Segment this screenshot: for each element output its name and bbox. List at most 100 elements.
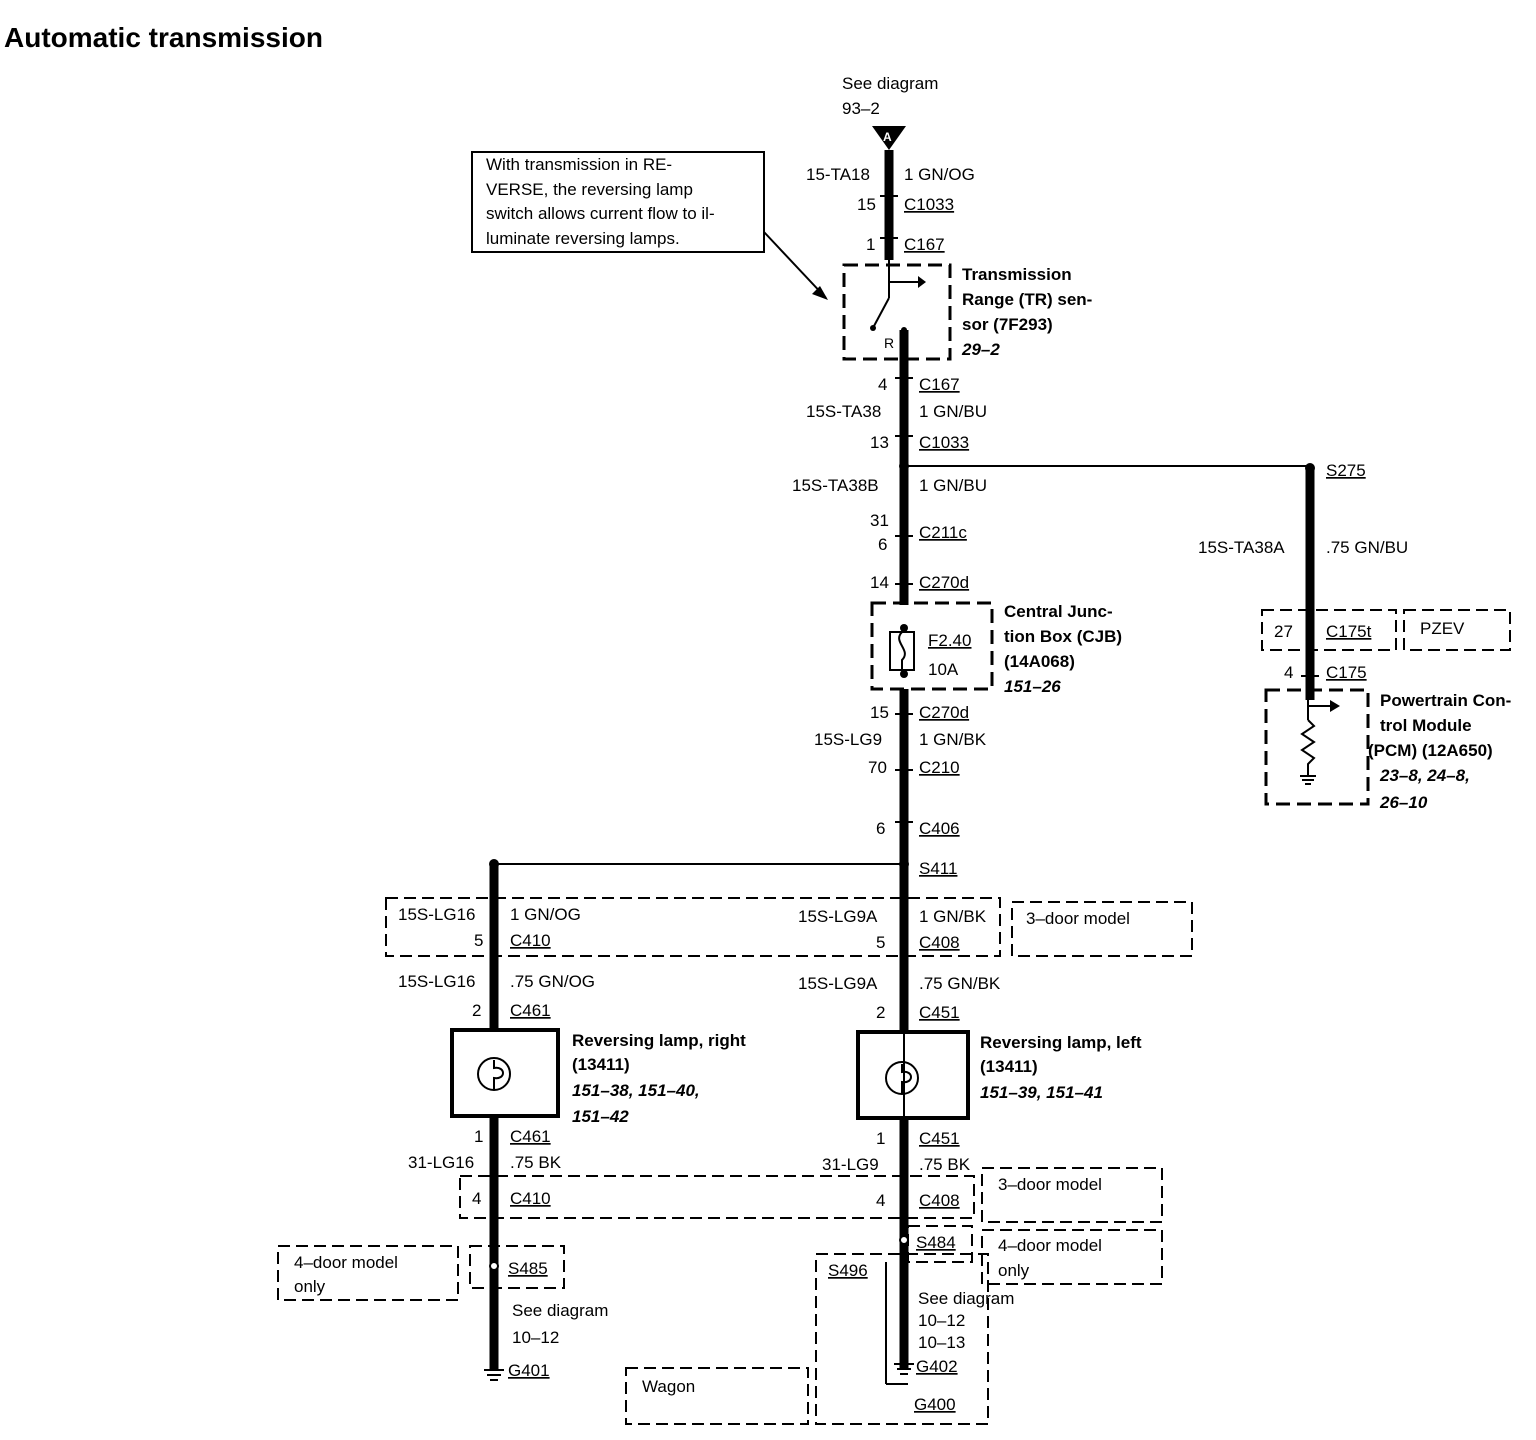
note-line-2: VERSE, the reversing lamp [486,180,693,199]
right-lamp-ref-2: 151–42 [572,1107,629,1126]
main-wire-1: 1 GN/OG [904,165,975,184]
left-connector-c451b: C451 [919,1129,960,1148]
main-pin-9: 14 [870,573,889,592]
cjb-label-3: (14A068) [1004,652,1075,671]
left-lamp-label-2: (13411) [980,1057,1038,1076]
pcm-pin-4: 4 [1284,663,1293,682]
left-connector-c451: C451 [919,1003,960,1022]
connector-triangle-icon [872,126,906,150]
wagon-box [625,1367,809,1425]
right-pin-1: 1 [474,1127,483,1146]
c410-c408-box [385,897,1001,957]
main-pin-8b: 6 [878,535,887,554]
cjb-box [870,601,994,691]
left-see-diagram: See diagram [918,1289,1014,1308]
right-connector-c461b: C461 [510,1127,551,1146]
main-connector-2: C1033 [904,195,954,214]
main-connector-8: C211c [919,523,967,542]
main-connector-9: C270d [919,573,969,592]
pcm-splice-s275: S275 [1326,461,1366,480]
left-3door-lower: 3–door model [998,1175,1102,1194]
right-connector-c410: C410 [510,931,551,950]
tr-label-1: Transmission [962,265,1072,284]
right-lamp-filament-icon [493,1060,504,1090]
s484-dot [899,1235,909,1245]
left-splice-s484: S484 [916,1233,956,1252]
note-line-1: With transmission in RE- [486,155,672,174]
main-pin-3: 1 [866,235,875,254]
pcm-pin-27: 27 [1274,622,1293,641]
left-connector-c408b: C408 [919,1191,960,1210]
right-pin-4: 4 [472,1189,481,1208]
left-circuit-2: 15S-LG9A [798,974,878,993]
main-pin-8: 31 [870,511,889,530]
g400-box [815,1253,989,1425]
pcm-circuit: 15S-TA38A [1198,538,1285,557]
fuse-element-icon [898,631,906,670]
left-ground-g402: G402 [916,1357,958,1376]
right-door-note-2: only [294,1277,326,1296]
tr-arrow-icon [918,276,926,288]
right-lamp-label-1: Reversing lamp, right [572,1031,746,1050]
note-line-3: switch allows current flow to il- [486,204,715,223]
left-pin-2: 2 [876,1003,885,1022]
pzev-box [1403,609,1511,651]
left-4door-box [981,1229,1163,1285]
main-pin-10: 15 [870,703,889,722]
tr-label-3: sor (7F293) [962,315,1053,334]
main-circuit-7: 15S-TA38B [792,476,879,495]
left-lamp-filament-icon [901,1064,912,1094]
pcm-connector-c175: C175 [1326,663,1367,682]
right-wire-1: 1 GN/OG [510,905,581,924]
left-4door-2: only [998,1261,1030,1280]
right-connector-c461: C461 [510,1001,551,1020]
cjb-ref: 151–26 [1004,677,1061,696]
left-3door: 3–door model [1026,909,1130,928]
pcm-resistor-icon [1300,719,1316,776]
main-connector-13: C406 [919,819,960,838]
tr-switch-blade [873,297,890,327]
main-connector-4: C167 [919,375,960,394]
left-wire-3: .75 BK [919,1155,971,1174]
connector-ticks [880,195,1319,823]
right-splice-s485: S485 [508,1259,548,1278]
left-circuit-1: 15S-LG9A [798,907,878,926]
left-lamp-ref-1: 151–39, 151–41 [980,1083,1103,1102]
top-see-diagram: See diagram [842,74,938,93]
fuse-terminal-bottom [900,670,908,678]
right-pin-2: 2 [472,1001,481,1020]
tr-contact-icon [870,325,876,331]
pcm-ref-1: 23–8, 24–8, [1379,766,1470,785]
left-lamp-box [856,1030,970,1120]
tr-label-2: Range (TR) sen- [962,290,1092,309]
main-connector-12: C210 [919,758,960,777]
pcm-pzev: PZEV [1420,619,1465,638]
left-lamp-label-1: Reversing lamp, left [980,1033,1142,1052]
right-circuit-2: 15S-LG16 [398,972,476,991]
fuse-terminal-top [900,624,908,632]
pcm-connector-c175t: C175t [1326,622,1372,641]
left-see-ref-2: 10–13 [918,1333,965,1352]
left-4door-1: 4–door model [998,1236,1102,1255]
right-ground-g401: G401 [508,1361,550,1380]
pcm-ref-2: 26–10 [1379,793,1428,812]
right-wire-3: .75 BK [510,1153,562,1172]
main-circuit-5: 15S-TA38 [806,402,881,421]
page-title: Automatic transmission [4,22,323,53]
c410-c408-lower-box [459,1175,975,1219]
main-connector-6: C1033 [919,433,969,452]
right-see-diagram: See diagram [512,1301,608,1320]
pcm-label-3: (PCM) (12A650) [1368,741,1493,760]
main-circuit-11: 15S-LG9 [814,730,882,749]
right-wire-2: .75 GN/OG [510,972,595,991]
right-lamp-ref-1: 151–38, 151–40, [572,1081,700,1100]
main-pin-12: 70 [868,758,887,777]
right-circuit-1: 15S-LG16 [398,905,476,924]
s484-box [907,1225,973,1263]
tr-position: R [884,335,894,351]
pcm-wire: .75 GN/BU [1326,538,1408,557]
main-wire-11: 1 GN/BK [919,730,987,749]
main-wire-7: 1 GN/BU [919,476,987,495]
right-door-note-1: 4–door model [294,1253,398,1272]
